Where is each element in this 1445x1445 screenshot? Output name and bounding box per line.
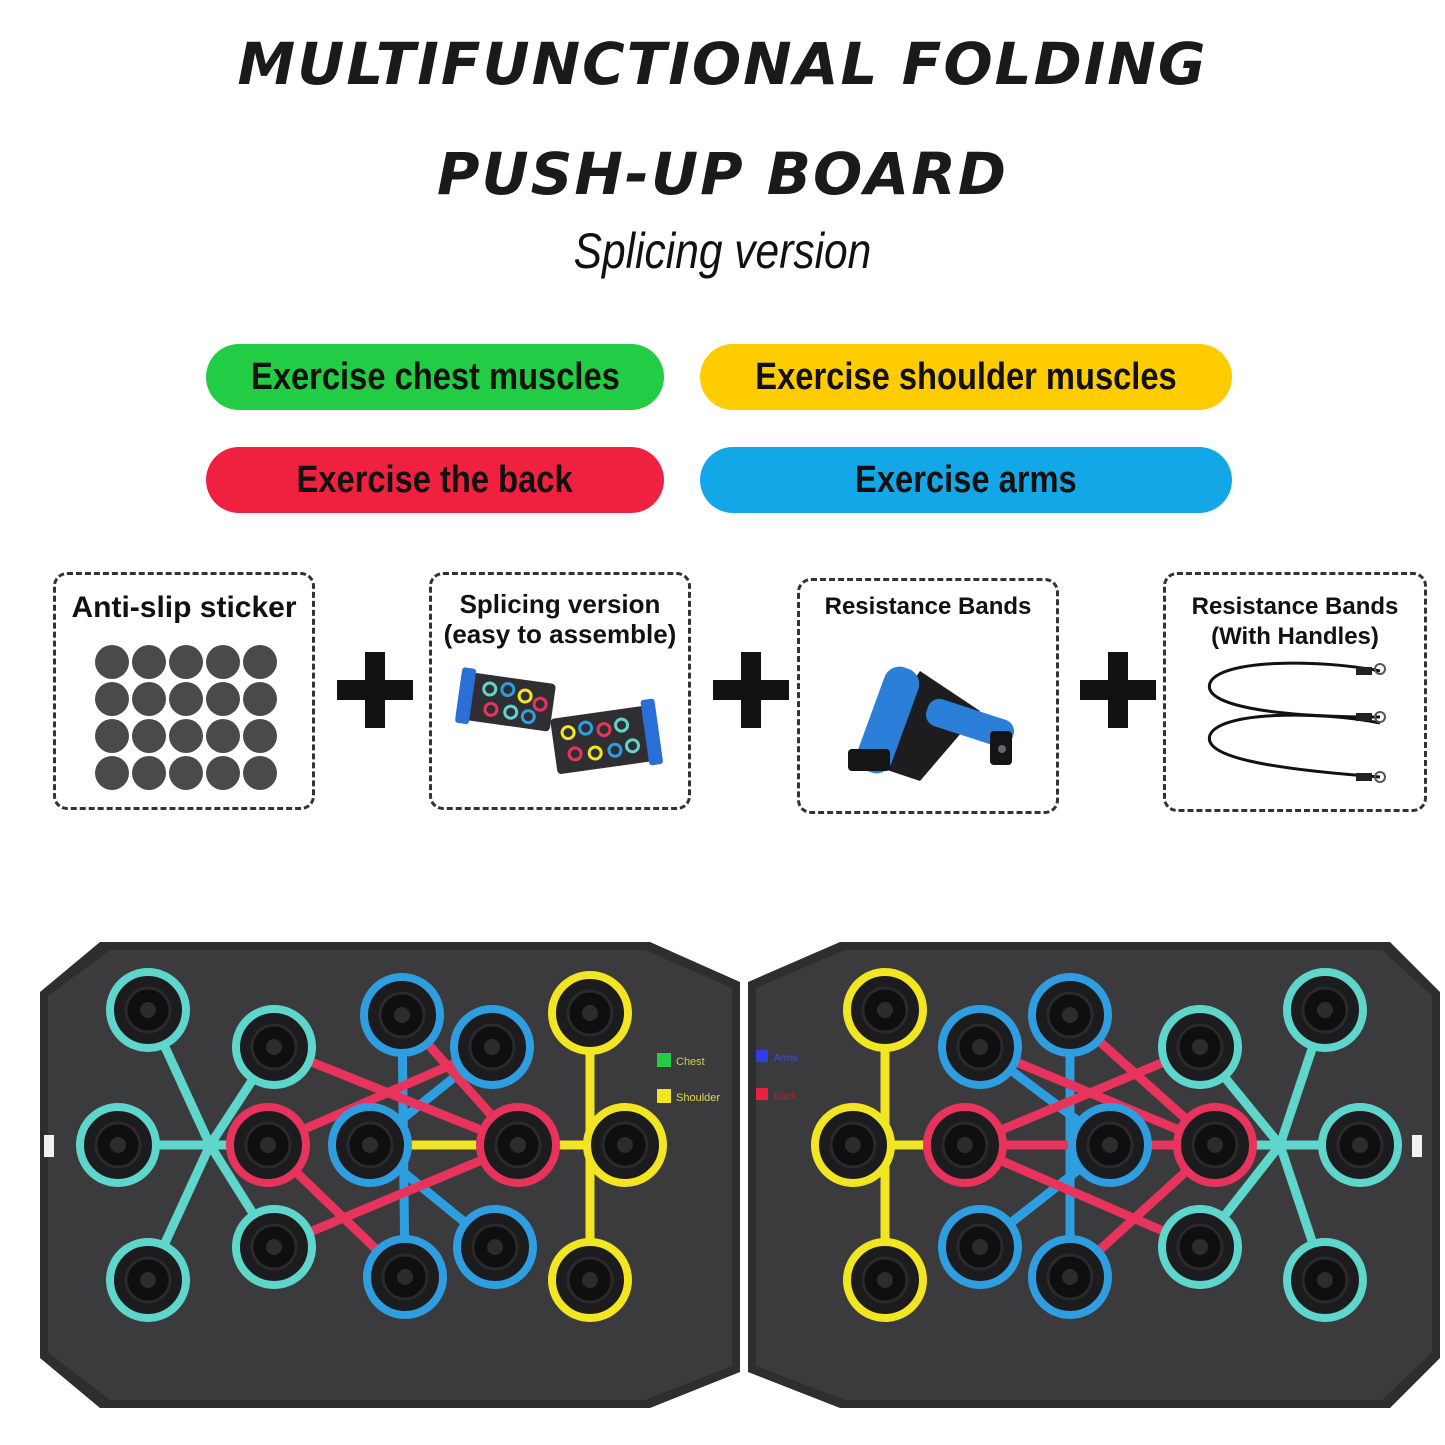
accessory-splicing-version: Splicing version (easy to assemble) [429, 572, 691, 810]
title-line-1: MULTIFUNCTIONAL FOLDING [237, 30, 1208, 98]
grip-socket-center [1102, 1137, 1118, 1153]
band-track-line [975, 1042, 1220, 1150]
sticker-dot [243, 645, 277, 679]
accessory-resistance-bands-with-handles: Resistance Bands (With Handles) [1163, 572, 1427, 812]
grip-socket-center [266, 1239, 282, 1255]
sticker-dot [132, 719, 166, 753]
splicing-board-icon [455, 667, 663, 774]
sticker-dot [95, 719, 129, 753]
grip-socket-center [1352, 1137, 1368, 1153]
sticker-dot [132, 645, 166, 679]
tag-arms-label: Exercise arms [855, 459, 1077, 501]
band-track-line [960, 1042, 1205, 1150]
legend-back: Back [774, 1091, 797, 1102]
resistance-band-cord-icon [1207, 661, 1386, 783]
legend-arms: Arms [774, 1053, 797, 1064]
sticker-dot [243, 719, 277, 753]
grip-socket-center [957, 1137, 973, 1153]
grip-socket-center [845, 1137, 861, 1153]
legend-swatch-shoulder [657, 1089, 671, 1103]
grip-socket-center [1062, 1269, 1078, 1285]
accessory-label: Anti-slip sticker [71, 591, 297, 624]
grip-socket-center [362, 1137, 378, 1153]
sticker-dot [206, 645, 240, 679]
accessory-label-secondary: (easy to assemble) [443, 619, 677, 649]
subtitle: Splicing version [573, 223, 872, 279]
grip-socket-center [1317, 1272, 1333, 1288]
sticker-dot [243, 682, 277, 716]
sticker-dot [206, 756, 240, 790]
sticker-dot [169, 682, 203, 716]
grip-socket-center [484, 1039, 500, 1055]
legend-swatch-chest [657, 1053, 671, 1067]
sticker-dot [169, 645, 203, 679]
grip-socket-center [397, 1269, 413, 1285]
anti-slip-sticker-sheet-icon [95, 645, 277, 790]
legend-chest: Chest [676, 1056, 705, 1068]
grip-socket-center [394, 1007, 410, 1023]
tag-chest: Exercise chest muscles [206, 344, 664, 410]
push-up-handle-icon [848, 666, 1015, 781]
grip-socket-center [487, 1239, 503, 1255]
plus-icon [713, 652, 789, 728]
accessory-label: Splicing version [459, 589, 661, 619]
legend-swatch-back [756, 1088, 768, 1100]
sticker-dot [243, 756, 277, 790]
grip-socket-center [972, 1239, 988, 1255]
grip-socket-center [1207, 1137, 1223, 1153]
tag-back-label: Exercise the back [296, 459, 574, 501]
grip-socket-center [260, 1137, 276, 1153]
tag-arms: Exercise arms [700, 447, 1232, 513]
accessory-anti-slip-sticker: Anti-slip sticker [53, 572, 315, 810]
sticker-dot [169, 756, 203, 790]
plus-icon [1080, 652, 1156, 728]
sticker-dot [95, 645, 129, 679]
band-track-line [269, 1042, 523, 1150]
sticker-dot [132, 756, 166, 790]
grip-socket-center [1192, 1239, 1208, 1255]
sticker-dot [132, 682, 166, 716]
grip-socket-center [266, 1039, 282, 1055]
tag-shoulder: Exercise shoulder muscles [700, 344, 1232, 410]
tag-back: Exercise the back [206, 447, 664, 513]
tag-chest-label: Exercise chest muscles [250, 356, 620, 398]
sticker-dot [95, 756, 129, 790]
grip-socket-center [1062, 1007, 1078, 1023]
grip-socket-center [1192, 1039, 1208, 1055]
band-track-line [269, 1140, 523, 1252]
grip-socket-center [617, 1137, 633, 1153]
sticker-dot [169, 719, 203, 753]
push-up-board: Chest Shoulder Arms Back [40, 942, 1440, 1408]
accessory-label-secondary: (With Handles) [1211, 623, 1379, 650]
title-line-2: PUSH-UP BOARD [437, 140, 1008, 208]
grip-socket-center [877, 1272, 893, 1288]
sticker-dot [95, 682, 129, 716]
legend-swatch-arms [756, 1050, 768, 1062]
accessory-label: Resistance Bands [1191, 593, 1399, 620]
sticker-dot [206, 682, 240, 716]
grip-socket-center [140, 1002, 156, 1018]
grip-socket-center [582, 1005, 598, 1021]
grip-socket-center [110, 1137, 126, 1153]
sticker-dot [206, 719, 240, 753]
grip-socket-center [1317, 1002, 1333, 1018]
grip-socket-center [972, 1039, 988, 1055]
grip-socket-center [582, 1272, 598, 1288]
band-track-line [960, 1140, 1205, 1252]
grip-socket-center [140, 1272, 156, 1288]
tag-shoulder-label: Exercise shoulder muscles [755, 356, 1177, 398]
grip-socket-center [510, 1137, 526, 1153]
accessory-resistance-bands: Resistance Bands [797, 578, 1059, 814]
plus-icon [337, 652, 413, 728]
grip-socket-center [877, 1002, 893, 1018]
legend-shoulder: Shoulder [676, 1092, 720, 1104]
accessory-label: Resistance Bands [824, 593, 1032, 620]
